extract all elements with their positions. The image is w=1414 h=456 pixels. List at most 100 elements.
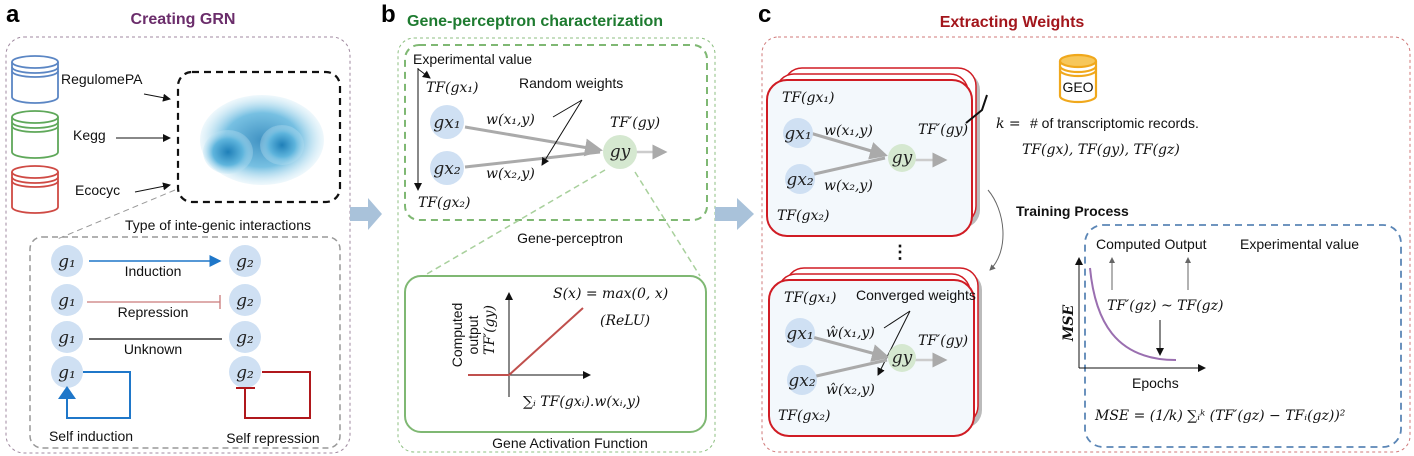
tf-gx2: TF(gx₂) [777,208,829,224]
svg-text:g₁: g₁ [58,291,76,311]
training-process-title: Training Process [1016,203,1129,219]
flow-arrow-a-to-b [350,198,382,230]
mse-curve [1089,267,1177,361]
svg-text:g₁: g₁ [58,328,76,348]
record-card-stack-top: TF(gx₁) gx₁ gx₂ gy w(x₁,y) w(x₂,y) TF′(g… [766,67,980,237]
weight-w1: w(x₁,y) [486,112,535,128]
tf-prime-gy: TF′(gy) [610,115,660,131]
svg-text:gy: gy [610,142,631,162]
gene-node-g2: g₂ [229,245,261,277]
gene-node-g1: g₁ [51,245,83,277]
gene-node-gx2: gx₂ [785,164,815,194]
y-axis-label: output [465,315,481,354]
interaction-label: Induction [125,263,182,279]
tf-gx2: TF(gx₂) [418,195,470,211]
self-induction-arrow [66,371,131,419]
svg-text:gy: gy [892,148,913,168]
interaction-label: Unknown [124,341,182,357]
converged-weights-label: Converged weights [856,287,976,303]
interactions-frame [29,236,341,449]
brace [965,94,988,124]
record-card-stack-bottom: TF(gx₁) Converged weights gx₁ gx₂ gy ŵ(x… [768,267,982,437]
y-axis-label: Computed [449,303,465,368]
panel-letter: c [758,1,771,28]
gene-node-g1: g₁ [51,284,83,316]
svg-text:gy: gy [892,348,913,368]
y-axis-math: TF′(gy) [482,305,498,355]
random-weights-label: Random weights [519,75,623,91]
experimental-value-label: Experimental value [1240,236,1359,252]
database-label: Kegg [73,127,106,143]
gene-node-g1: g₁ [51,321,83,353]
training-flow-arrow [987,189,1004,271]
weight-w1-hat: ŵ(x₁,y) [826,325,875,341]
svg-text:gx₂: gx₂ [788,371,815,391]
svg-text:gx₂: gx₂ [433,159,460,179]
panel-b: b Gene-perceptron characterization Exper… [381,1,716,453]
panel-title: Creating GRN [131,11,236,28]
gene-node-g1: g₁ [51,356,83,388]
gene-node-g2: g₂ [229,356,261,388]
geo-label: GEO [1062,79,1093,95]
panel-b-frame [397,37,716,453]
approx-label: TF′(gz) ~ TF(gz) [1107,298,1223,314]
relu-label: (ReLU) [600,313,650,329]
panel-c: c Extracting Weights TF(gx₁) gx₁ gx₂ gy … [758,1,1411,453]
panel-title: Extracting Weights [940,14,1085,31]
weight-w1: w(x₁,y) [824,123,873,139]
gene-node-gy: gy [603,135,637,169]
experimental-value-label: Experimental value [413,51,532,67]
tf-gx1: TF(gx₁) [784,290,836,306]
self-repression-line [236,371,311,419]
k-description: # of transcriptomic records. [1030,115,1199,131]
weight-w2: w(x₂,y) [824,178,873,194]
tf-prime-gy: TF′(gy) [918,122,968,138]
svg-text:gx₁: gx₁ [786,324,813,344]
gene-node-gx2: gx₂ [787,365,817,395]
panel-title: Gene-perceptron characterization [407,13,663,30]
svg-text:g₂: g₂ [236,363,254,383]
activation-function-label: Gene Activation Function [492,435,648,451]
panel-letter: a [6,1,20,28]
panel-a: a Creating GRN RegulomePA Kegg Ecocyc Ty… [5,1,351,454]
relu-plot: Computed output TF′(gy) S(x) = max(0, x)… [449,286,668,410]
tf-gx1: TF(gx₁) [426,80,478,96]
network-frame [176,70,342,204]
network-graph-icon [200,95,324,185]
svg-text:g₂: g₂ [236,328,254,348]
tf-gx1: TF(gx₁) [782,90,834,106]
gene-node-gx1: gx₁ [785,318,815,348]
computed-output-label: Computed Output [1096,236,1207,252]
tf-gx2: TF(gx₂) [778,408,830,424]
interaction-rows: g₁ g₂ Induction g₁ g₂ Repression g₁ g₂ U… [49,245,320,446]
self-induction-label: Self induction [49,428,133,444]
gene-node-gx2: gx₂ [430,151,464,185]
training-process-frame [1084,224,1402,448]
svg-text:gx₁: gx₁ [784,124,811,144]
x-axis-label: Epochs [1132,375,1179,391]
self-repression-label: Self repression [226,430,319,446]
gene-perceptron-label: Gene-perceptron [517,230,623,246]
svg-text:g₁: g₁ [58,363,76,383]
panel-letter: b [381,1,396,28]
gene-node-g2: g₂ [229,321,261,353]
interactions-title: Type of inte-genic interactions [125,217,311,233]
gene-node-gx1: gx₁ [430,105,464,139]
gene-perceptron-frame [404,44,708,221]
gene-node-gx1: gx₁ [783,118,813,148]
database-icon [11,55,59,214]
tf-list: TF(gx), TF(gy), TF(gz) [1022,142,1180,158]
repression-line [87,295,221,309]
activation-function-frame [404,275,707,433]
y-axis-label: MSE [1061,305,1077,343]
weight-w2-hat: ŵ(x₂,y) [826,382,875,398]
svg-text:g₁: g₁ [58,252,76,272]
tf-prime-gy: TF′(gy) [918,333,968,349]
database-label: RegulomePA [61,71,143,87]
flow-arrow-b-to-c [715,198,754,230]
ellipsis-dots: ⋮ [891,242,909,262]
svg-text:gx₁: gx₁ [433,113,460,133]
svg-text:g₂: g₂ [236,252,254,272]
svg-text:gx₂: gx₂ [786,170,813,190]
